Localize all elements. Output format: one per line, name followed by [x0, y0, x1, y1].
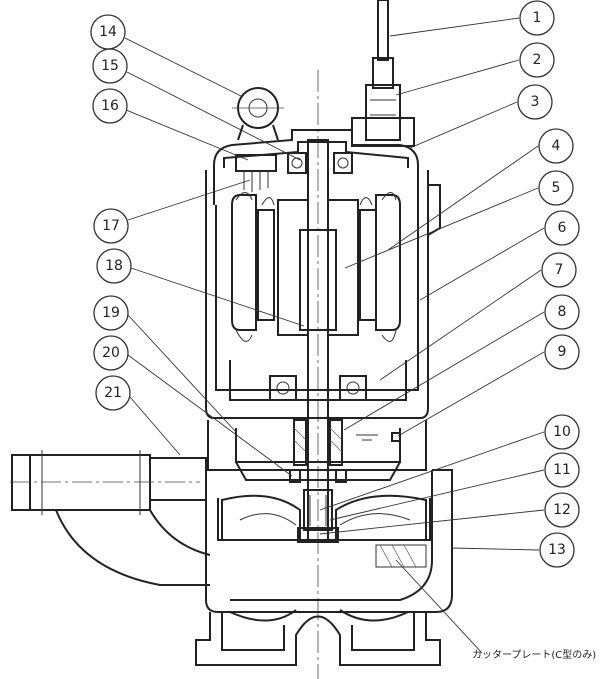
leader-lines: [124, 17, 545, 654]
pump-stand: [195, 609, 441, 666]
leader-21: [129, 396, 181, 456]
callout-3: 3: [517, 84, 553, 120]
terminal-block: [235, 154, 277, 192]
callout-1: 1: [519, 0, 555, 36]
leader-14: [124, 37, 244, 98]
leader-9: [397, 351, 545, 437]
callout-7-label: 7: [555, 262, 564, 278]
callout-17: 17: [93, 208, 129, 244]
callout-3-label: 3: [531, 94, 540, 110]
leader-2: [395, 59, 520, 96]
leader-17: [127, 179, 251, 221]
callout-9-label: 9: [558, 344, 567, 360]
callout-2: 2: [519, 42, 555, 78]
callout-13-label: 13: [548, 542, 566, 558]
cutter-plate: [375, 544, 427, 568]
callout-5-label: 5: [552, 180, 561, 196]
callout-15-label: 15: [101, 58, 119, 74]
callout-1-label: 1: [533, 10, 542, 26]
pump-drawing: [10, 0, 453, 679]
leader-13: [451, 547, 540, 551]
leader-7: [379, 269, 542, 381]
leader-16: [125, 109, 249, 161]
leader-8: [343, 311, 545, 431]
callout-19: 19: [93, 295, 129, 331]
lower-bearing: [229, 360, 407, 401]
callout-2-label: 2: [533, 52, 542, 68]
leader-3: [409, 101, 518, 149]
leader-20: [127, 354, 293, 477]
callout-21-label: 21: [104, 385, 122, 401]
callout-21: 21: [95, 375, 131, 411]
lip-seal: [289, 469, 347, 483]
callout-18-label: 18: [105, 258, 123, 274]
callout-10-label: 10: [553, 424, 571, 440]
leader-6: [419, 227, 545, 301]
leader-cutter-plate: [395, 559, 483, 654]
oil-chamber: [207, 419, 427, 481]
callout-4-label: 4: [552, 138, 561, 154]
volute-casing: [205, 469, 453, 613]
callout-12: 12: [544, 492, 580, 528]
callout-4: 4: [538, 128, 574, 164]
callout-15: 15: [92, 48, 128, 84]
callout-5: 5: [538, 170, 574, 206]
motor-frame: [205, 170, 441, 419]
leader-4: [387, 145, 539, 251]
power-cable: [351, 0, 415, 147]
callout-13: 13: [539, 532, 575, 568]
callout-17-label: 17: [102, 218, 120, 234]
callout-7: 7: [541, 252, 577, 288]
callout-18: 18: [96, 248, 132, 284]
callout-16-label: 16: [101, 98, 119, 114]
cutter-plate-note: カッタープレート(C型のみ): [472, 648, 596, 661]
callout-6: 6: [544, 210, 580, 246]
callout-12-label: 12: [553, 502, 571, 518]
impeller: [221, 494, 427, 541]
callout-19-label: 19: [102, 305, 120, 321]
leader-11: [329, 469, 545, 521]
callout-14: 14: [90, 14, 126, 50]
callout-16: 16: [92, 88, 128, 124]
leader-12: [319, 509, 545, 535]
leader-15: [126, 71, 301, 161]
leader-18: [130, 267, 305, 327]
callout-8-label: 8: [558, 304, 567, 320]
callout-8: 8: [544, 294, 580, 330]
upper-bearing: [287, 152, 353, 174]
discharge-elbow: [10, 450, 211, 586]
leader-5: [344, 187, 539, 269]
callout-11-label: 11: [553, 462, 571, 478]
callout-10: 10: [544, 414, 580, 450]
leader-19: [127, 314, 237, 433]
lifting-eye: [232, 87, 284, 141]
callout-20: 20: [93, 335, 129, 371]
callout-11: 11: [544, 452, 580, 488]
leader-1: [389, 17, 520, 37]
leader-10: [319, 431, 545, 511]
callout-6-label: 6: [558, 220, 567, 236]
callout-20-label: 20: [102, 345, 120, 361]
impeller-bolt: [297, 489, 339, 543]
stator: [231, 192, 401, 342]
callout-9: 9: [544, 334, 580, 370]
callout-14-label: 14: [99, 24, 117, 40]
